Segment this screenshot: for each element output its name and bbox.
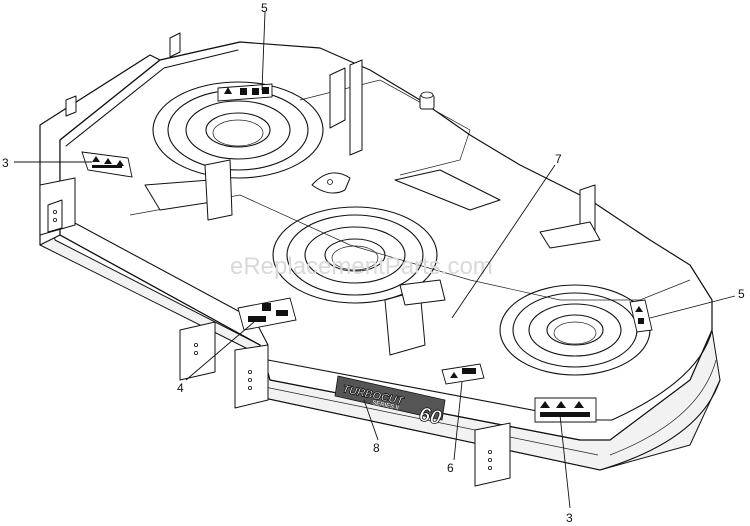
- deck-decals: TURBOCUT SERIES II 60: [81, 83, 653, 430]
- decal-top-spindle: [217, 83, 273, 102]
- model-logo-decal: TURBOCUT SERIES II 60: [334, 375, 446, 430]
- decal-left-warning: [81, 151, 133, 178]
- callout-8: 8: [373, 441, 380, 455]
- callout-3-bottom: 3: [566, 511, 573, 525]
- logo-series-text: SERIES II: [372, 400, 400, 412]
- watermark: eReplacementParts.com: [230, 253, 493, 280]
- callout-5-right: 5: [738, 287, 745, 301]
- decal-front-left: [237, 297, 297, 331]
- leader-lines: [14, 11, 736, 509]
- logo-size-text: 60: [417, 403, 443, 429]
- deck-brackets: [39, 32, 601, 487]
- decal-right-spindle: [629, 299, 653, 333]
- callout-6: 6: [447, 461, 454, 475]
- callout-3-left: 3: [2, 156, 9, 170]
- callout-7: 7: [555, 152, 562, 166]
- decal-front-center: [441, 363, 485, 385]
- callout-4: 4: [177, 381, 184, 395]
- decal-front-right-warning: [534, 397, 597, 423]
- center-spindle-housing: [272, 206, 438, 304]
- callout-5-top: 5: [261, 1, 268, 15]
